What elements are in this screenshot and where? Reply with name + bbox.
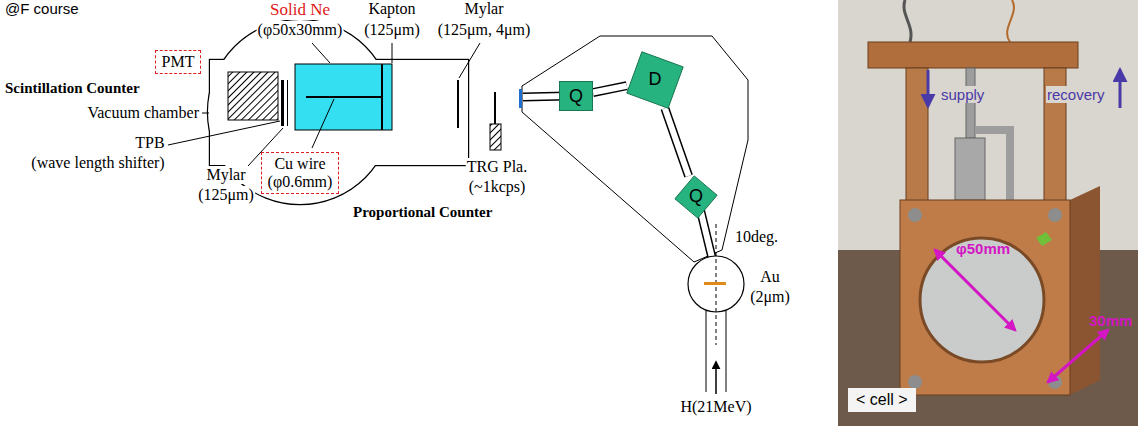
part-label: (wave length shifter)	[30, 154, 165, 172]
leader-line	[202, 113, 209, 114]
part-label: (125μm)	[363, 21, 421, 39]
part-label: recovery	[1046, 86, 1106, 103]
part-label: (φ50x30mm)	[257, 21, 344, 39]
part-label: φ50mm	[955, 240, 1011, 257]
leader-line	[312, 43, 330, 63]
part-label: (2μm)	[749, 288, 791, 306]
support-post	[906, 68, 928, 208]
beamline-outline	[522, 36, 748, 262]
part-label: < cell >	[848, 388, 916, 412]
dimension-arrow	[935, 250, 1015, 330]
cable	[1007, 0, 1014, 42]
dimension-arrow	[1048, 330, 1108, 382]
beam-pipe	[523, 96, 713, 262]
part-label: @F course	[4, 0, 80, 17]
solid-ne-cell	[295, 64, 392, 130]
node-text: D	[649, 70, 662, 90]
cell-frame	[900, 200, 1070, 395]
beam-pipe	[726, 311, 727, 392]
magnet-outline	[627, 52, 683, 108]
cell-photo	[838, 0, 1138, 426]
part-label: Mylar	[463, 0, 504, 18]
node-text: Q	[689, 187, 703, 207]
part-label: Scintillation Counter	[4, 80, 141, 97]
vacuum-chamber	[208, 20, 468, 204]
pipe-bore	[593, 86, 627, 93]
cell-side	[1070, 186, 1100, 395]
part-label: Au	[759, 268, 781, 286]
leader-lines	[168, 43, 480, 166]
photo-background	[838, 0, 1138, 426]
cable	[904, 0, 911, 42]
trigger-pmt	[490, 124, 501, 150]
leader-line	[312, 99, 334, 148]
trigger-plastic	[494, 92, 496, 124]
valve	[955, 138, 985, 200]
bolt	[1048, 208, 1062, 222]
bolt	[908, 208, 922, 222]
tpb-layer	[281, 80, 284, 126]
part-label: (125μm)	[197, 186, 255, 204]
node-text: (φ0.6mm)	[268, 173, 333, 191]
beam-pipe	[593, 86, 627, 93]
magnet-box: Q	[559, 81, 593, 112]
bolt	[908, 375, 922, 389]
part-label: Vacuum chamber	[86, 104, 200, 122]
part-label: TPB	[134, 134, 165, 152]
node-text: Q	[569, 86, 583, 107]
cu-wire	[306, 96, 382, 98]
au-target	[704, 282, 726, 285]
top-block	[868, 42, 1078, 68]
leader-line	[459, 43, 480, 78]
part-label: TRG Pla.	[466, 158, 528, 176]
leader-line	[168, 121, 280, 145]
node-text: Cu wire	[268, 155, 333, 173]
part-label: (~1kcps)	[468, 178, 527, 196]
magnet-box: D	[623, 48, 687, 112]
tag	[1036, 232, 1052, 246]
mylar-window	[519, 89, 522, 108]
callout-box: Cu wire(φ0.6mm)	[261, 152, 340, 195]
part-label: 30mm	[1088, 312, 1133, 329]
leader-line	[392, 43, 393, 63]
part-label: supply	[940, 86, 985, 103]
cell-window	[920, 238, 1044, 362]
mylar-window	[287, 80, 288, 126]
pipe-wall	[593, 86, 627, 93]
part-label: H(21MeV)	[679, 398, 752, 416]
magnet-box: Q	[673, 174, 719, 220]
callout-box: PMT	[155, 50, 202, 74]
part-label: Proportional Counter	[352, 204, 493, 221]
pmt-symbol	[228, 72, 278, 120]
pipe-wall	[665, 108, 689, 176]
magnet-outline	[675, 176, 717, 218]
part-label: Kapton	[367, 0, 416, 18]
part-label: Mylar	[205, 166, 246, 184]
part-label: Solid Ne	[269, 0, 331, 20]
part-label: (125μm, 4μm)	[437, 21, 532, 39]
beam-pipe	[665, 108, 689, 176]
part-label: 10deg.	[734, 228, 779, 246]
mylar-window	[457, 80, 459, 128]
recovery-arrow	[1119, 70, 1122, 108]
pipe-bore	[665, 108, 689, 176]
supply-arrow	[927, 70, 930, 106]
beam-arrow	[715, 362, 717, 394]
beam-pipe	[706, 311, 707, 392]
node-text: PMT	[162, 53, 195, 71]
